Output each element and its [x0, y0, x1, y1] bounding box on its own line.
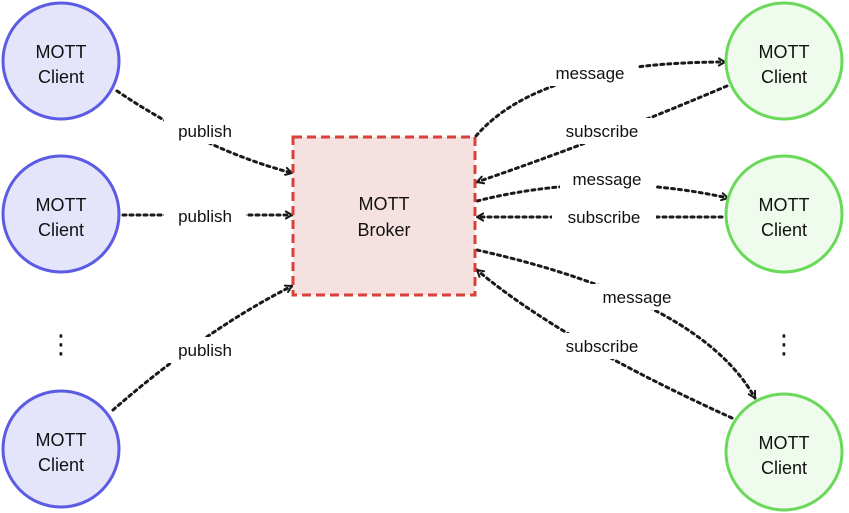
label-publish-2: publish [178, 207, 232, 226]
subscriber-1-line1: MOTT [759, 42, 810, 62]
publisher-client-2: MOTT Client [1, 154, 121, 274]
publisher-1-line2: Client [38, 67, 84, 87]
edge-labels: publish publish publish message subscrib… [164, 60, 685, 363]
broker-label-line2: Broker [357, 220, 410, 240]
publisher-client-1: MOTT Client [1, 1, 121, 121]
subscriber-1-line2: Client [761, 67, 807, 87]
broker-node: MOTT Broker [291, 135, 477, 297]
subscriber-client-1: MOTT Client [724, 1, 844, 121]
publisher-1-line1: MOTT [36, 42, 87, 62]
publisher-2-line1: MOTT [36, 195, 87, 215]
broker-box [291, 135, 477, 297]
subscriber-2-line1: MOTT [759, 195, 810, 215]
label-message-3: message [603, 288, 672, 307]
subscriber-ellipsis: ⋮ [771, 330, 797, 360]
label-subscribe-1: subscribe [566, 122, 639, 141]
subscriber-2-line2: Client [761, 220, 807, 240]
broker-label-line1: MOTT [359, 194, 410, 214]
label-publish-1: publish [178, 122, 232, 141]
publisher-2-line2: Client [38, 220, 84, 240]
edge-message-3 [475, 248, 757, 400]
label-message-2: message [573, 170, 642, 189]
subscriber-3-line1: MOTT [759, 433, 810, 453]
label-publish-3: publish [178, 341, 232, 360]
publisher-ellipsis: ⋮ [48, 330, 74, 360]
subscriber-client-2: MOTT Client [724, 154, 844, 274]
label-message-1: message [556, 64, 625, 83]
publisher-3-line2: Client [38, 455, 84, 475]
subscriber-3-line2: Client [761, 458, 807, 478]
label-subscribe-2: subscribe [568, 208, 641, 227]
publisher-client-3: MOTT Client [1, 389, 121, 509]
subscriber-client-3: MOTT Client [724, 392, 844, 512]
label-subscribe-3: subscribe [566, 337, 639, 356]
publisher-3-line1: MOTT [36, 430, 87, 450]
